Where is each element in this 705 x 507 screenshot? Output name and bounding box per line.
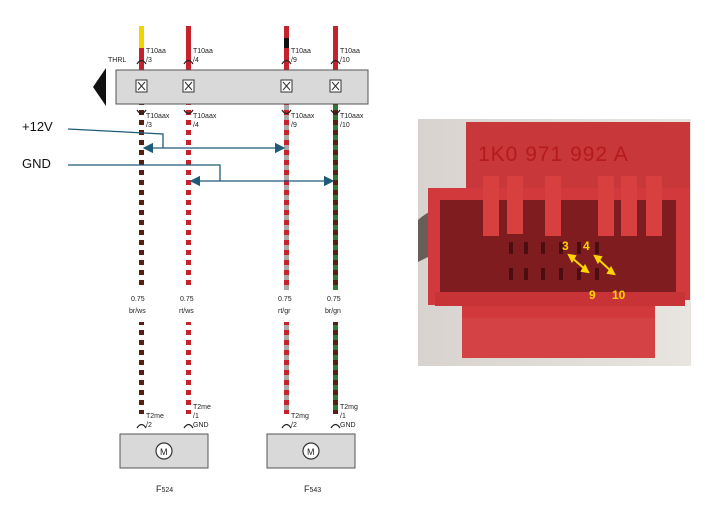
top-wire-stubs: [139, 26, 338, 70]
wire-size-label: 0.75: [278, 296, 292, 303]
pin-label: T2me: [146, 413, 164, 420]
pin-label: T10aax: [146, 113, 170, 120]
pin-label: T10aax: [291, 113, 315, 120]
pin-label: /2: [146, 422, 152, 429]
connector-t10aa: [93, 68, 369, 106]
wire-br-gn: [333, 104, 338, 414]
mid-pin-labels: T10aax /3 T10aax /4 T10aax /9 T10aax /10: [146, 113, 364, 129]
pin-label: /3: [146, 57, 152, 64]
pin-label: T10aa: [193, 48, 213, 55]
pin-label: /9: [291, 57, 297, 64]
pin-pair-arrows: [567, 253, 616, 276]
pin-label: /10: [340, 57, 350, 64]
pin-label: /10: [340, 122, 350, 129]
pin-label: GND: [340, 422, 356, 429]
wire-bundle: [139, 104, 338, 414]
pin-label-3: 3: [562, 239, 569, 253]
wire-size-label: 0.75: [180, 296, 194, 303]
part-number: 1K0 971 992 A: [478, 143, 629, 166]
wire-spec-labels: 0.75 br/ws 0.75 rt/ws 0.75 rt/gr 0.75 br…: [129, 296, 341, 315]
pin-label: /1: [193, 413, 199, 420]
motor-icon: [302, 442, 320, 460]
pin-label: T10aax: [193, 113, 217, 120]
pin-label: /2: [291, 422, 297, 429]
pin-label: T10aa: [146, 48, 166, 55]
wire-color-label: br/gn: [325, 308, 341, 315]
motor-label-f524: F524: [156, 484, 173, 494]
motor-f524: M: [119, 433, 209, 469]
pin-label: T2mg: [340, 404, 358, 411]
wire-rt-gr: [284, 104, 289, 414]
wire-br-ws: [139, 104, 144, 414]
connector-photo: 1K0 971 992 A 3 4 9 10: [418, 119, 691, 366]
wire-color-label: rt/ws: [179, 308, 194, 315]
wire-color-label: rt/gr: [278, 308, 291, 315]
pin-label: T10aax: [340, 113, 364, 120]
wire-color-label: br/ws: [129, 308, 146, 315]
pin-label: /3: [146, 122, 152, 129]
motor-label-f543: F543: [304, 484, 321, 494]
motor-icon: [155, 442, 173, 460]
pin-label: /9: [291, 122, 297, 129]
connector-direction-arrow: [93, 68, 106, 106]
motor-symbol: M: [307, 447, 315, 457]
wire-size-label: 0.75: [131, 296, 145, 303]
pin-label-4: 4: [583, 239, 590, 253]
pin-label: T2mg: [291, 413, 309, 420]
wire-rt-ws: [186, 104, 191, 414]
wire-size-label: 0.75: [327, 296, 341, 303]
top-pin-labels: T10aa /3 T10aa /4 T10aa /9 T10aa /10: [146, 48, 360, 64]
motor-symbol: M: [160, 447, 168, 457]
connector-label: THRL: [108, 57, 126, 64]
motor-f543: M: [266, 433, 356, 469]
pin-label: GND: [193, 422, 209, 429]
pin-label: T10aa: [291, 48, 311, 55]
pin-label-10: 10: [612, 288, 626, 302]
pin-label: /4: [193, 122, 199, 129]
pin-label-9: 9: [589, 288, 596, 302]
bottom-pin-labels: T2me /2 T2me /1 GND T2mg /2 T2mg /1 GND: [146, 404, 358, 429]
pin-label: /4: [193, 57, 199, 64]
pin-label: T10aa: [340, 48, 360, 55]
pin-label: T2me: [193, 404, 211, 411]
pin-label: /1: [340, 413, 346, 420]
plus12v-label: +12V: [22, 119, 53, 134]
pin-markers: [136, 59, 341, 429]
supply-arrows: [67, 128, 335, 187]
gnd-label: GND: [22, 156, 51, 171]
